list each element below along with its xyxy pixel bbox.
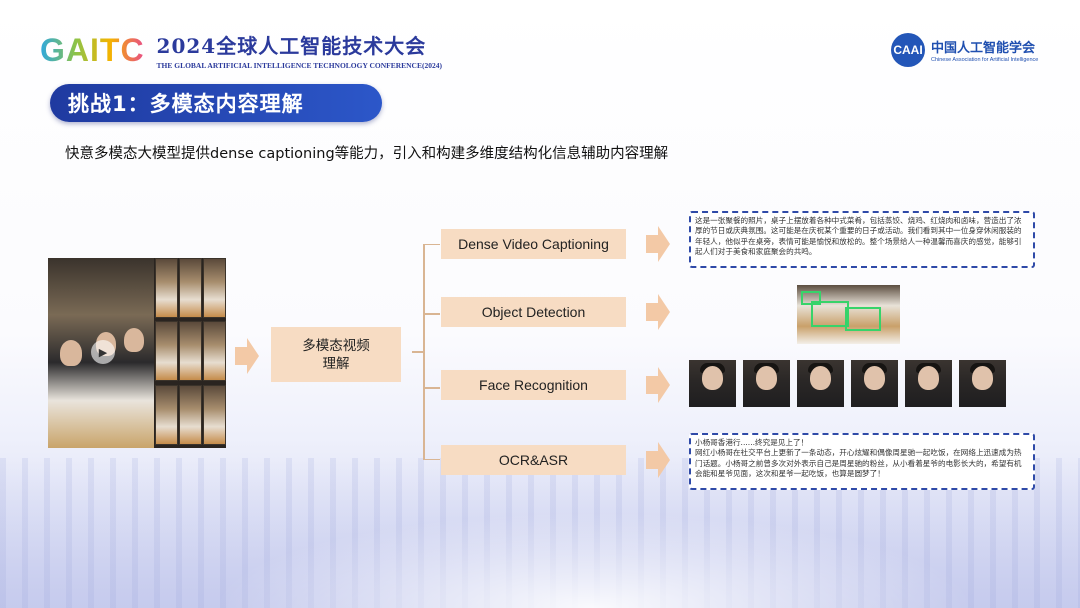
task-label: OCR&ASR <box>498 452 569 468</box>
arrow-right-icon <box>646 294 670 330</box>
frame-thumbnail <box>203 385 226 445</box>
caai-name-cn: 中国人工智能学会 <box>931 41 1036 56</box>
caai-name-en: Chinese Association for Artificial Intel… <box>931 57 1039 63</box>
slide-title: 挑战1：多模态内容理解 <box>68 92 304 116</box>
object-detection-image <box>797 285 900 344</box>
task-dense-video-captioning: Dense Video Captioning <box>441 229 626 259</box>
arrow-right-icon <box>646 226 670 262</box>
frame-thumbnail <box>179 385 202 445</box>
caption-output-card: 这是一张聚餐的照片，桌子上摆放着各种中式菜肴，包括蒸饺、烧鸡、红烧肉和卤味，营造… <box>689 211 1035 268</box>
person-figure <box>60 340 82 366</box>
task-face-recognition: Face Recognition <box>441 370 626 400</box>
frame-thumbnail <box>179 321 202 381</box>
face-thumbnail <box>797 360 844 407</box>
face-thumbnail <box>959 360 1006 407</box>
caai-mark-icon: CAAI <box>891 33 925 67</box>
arrow-right-icon <box>646 442 670 478</box>
detection-bbox <box>801 291 821 305</box>
frame-thumbnail <box>179 258 202 318</box>
play-icon: ▶ <box>91 340 115 364</box>
caai-text-block: 中国人工智能学会 Chinese Association for Artific… <box>931 37 1038 63</box>
frame-thumbnail <box>155 321 178 381</box>
slide-subtitle: 快意多模态大模型提供dense captioning等能力，引入和构建多维度结构… <box>65 146 669 162</box>
multimodal-understanding-box: 多模态视频 理解 <box>271 327 401 382</box>
task-label: Object Detection <box>481 304 586 320</box>
detection-bbox <box>845 307 881 331</box>
core-box-label: 多模态视频 理解 <box>302 337 370 372</box>
conference-title-block: 2024全球人工智能技术大会 THE GLOBAL ARTIFICIAL INT… <box>157 30 442 70</box>
frame-thumbnail <box>203 321 226 381</box>
face-thumbnail <box>905 360 952 407</box>
gaitc-logo: GAITC 2024全球人工智能技术大会 THE GLOBAL ARTIFICI… <box>40 30 442 71</box>
ocr-asr-text: 网红小杨哥在社交平台上更新了一条动态，开心炫耀和偶像周星驰一起吃饭，在网络上迅速… <box>695 448 1022 479</box>
arrow-right-icon <box>235 338 259 374</box>
caai-logo: CAAI 中国人工智能学会 Chinese Association for Ar… <box>891 33 1038 67</box>
conference-title: 2024全球人工智能技术大会 <box>156 34 427 58</box>
frame-thumbnail <box>155 385 178 445</box>
branch-bracket <box>412 244 440 460</box>
frame-thumbnail <box>203 258 226 318</box>
gaitc-logo-text: GAITC <box>40 31 145 68</box>
task-label: Dense Video Captioning <box>458 236 609 252</box>
conference-subtitle: THE GLOBAL ARTIFICIAL INTELLIGENCE TECHN… <box>156 61 442 70</box>
face-thumbnail <box>851 360 898 407</box>
slide-title-banner: 挑战1：多模态内容理解 <box>50 84 382 122</box>
task-label: Face Recognition <box>479 377 588 393</box>
task-object-detection: Object Detection <box>441 297 626 327</box>
task-ocr-asr: OCR&ASR <box>441 445 626 475</box>
arrow-right-icon <box>646 367 670 403</box>
person-figure <box>124 328 144 352</box>
detection-bbox <box>811 301 849 327</box>
ocr-asr-headline: 小杨哥香港行......终究是见上了！ <box>695 438 809 447</box>
ocr-asr-output-card: 小杨哥香港行......终究是见上了！ 网红小杨哥在社交平台上更新了一条动态，开… <box>689 433 1035 490</box>
face-thumbnail <box>743 360 790 407</box>
caption-output-text: 这是一张聚餐的照片，桌子上摆放着各种中式菜肴，包括蒸饺、烧鸡、红烧肉和卤味，营造… <box>695 216 1022 257</box>
face-thumbnail <box>689 360 736 407</box>
input-video-collage: ▶ <box>48 258 226 448</box>
frame-thumbnail <box>155 258 178 318</box>
face-recognition-results <box>689 360 1006 407</box>
